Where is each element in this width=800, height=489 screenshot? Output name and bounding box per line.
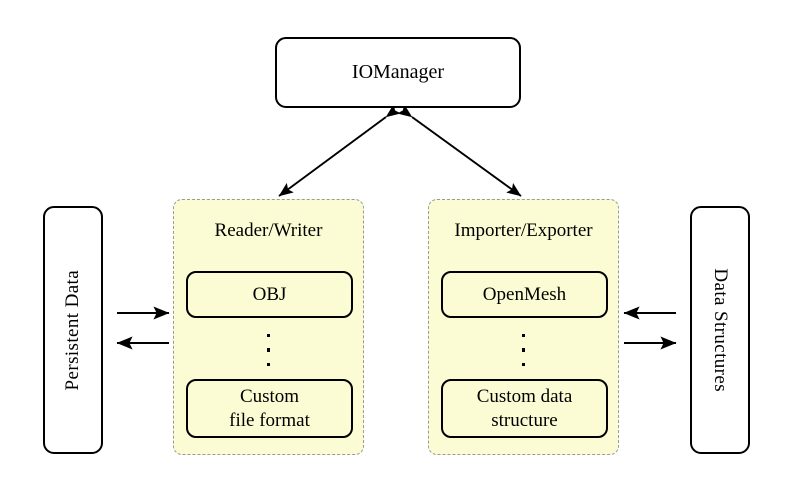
node-persistent-data[interactable]: Persistent Data [43,206,103,454]
node-data-structures[interactable]: Data Structures [690,206,750,454]
leaf-custom-file-format-line2: file format [229,409,310,431]
node-persistent-data-label: Persistent Data [61,269,83,391]
group-reader-writer[interactable]: Reader/Writer OBJ Custom file format [173,199,364,455]
connector-manager-reader-writer [278,103,401,197]
ellipsis-reader-writer [266,334,271,366]
leaf-custom-data-structure[interactable]: Custom data structure [441,379,608,438]
leaf-custom-file-format-line1: Custom [239,386,300,408]
leaf-custom-data-structure-line1: Custom data [476,386,573,408]
leaf-custom-file-format[interactable]: Custom file format [186,379,353,438]
connector-manager-importer-exporter [397,103,522,197]
node-iomanager[interactable]: IOManager [275,37,521,108]
leaf-openmesh[interactable]: OpenMesh [441,271,608,318]
leaf-openmesh-label: OpenMesh [482,283,567,305]
group-importer-exporter[interactable]: Importer/Exporter OpenMesh Custom data s… [428,199,619,455]
node-iomanager-label: IOManager [351,60,445,83]
leaf-obj-label: OBJ [252,283,287,305]
node-data-structures-label: Data Structures [710,268,732,392]
group-importer-exporter-title: Importer/Exporter [454,220,593,241]
leaf-obj[interactable]: OBJ [186,271,353,318]
ellipsis-importer-exporter [521,334,526,366]
leaf-custom-data-structure-line2: structure [491,409,558,431]
group-reader-writer-title: Reader/Writer [214,220,323,241]
